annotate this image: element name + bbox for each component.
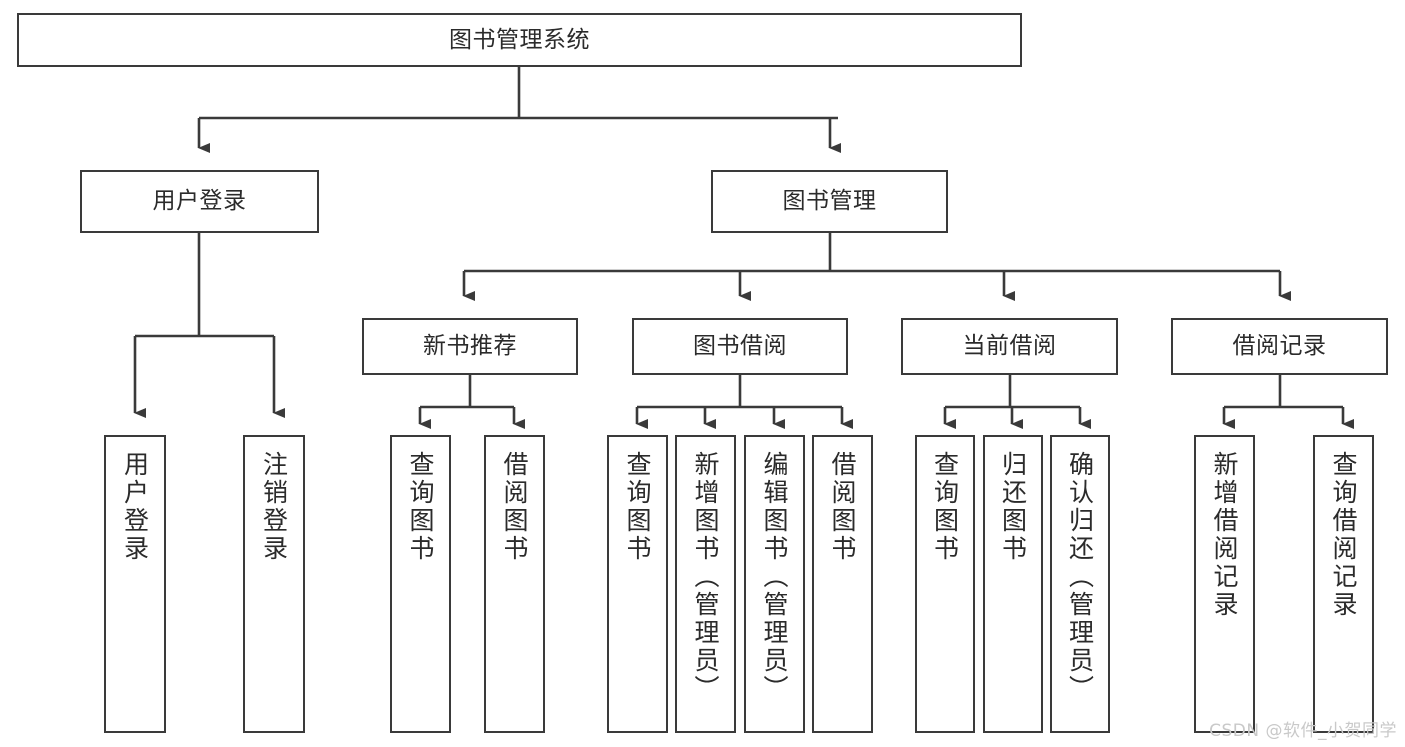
leaf-borrowrecord-add-record-label: 新增借阅记录 [1210, 451, 1239, 619]
leaf-currentborrow-return-book-label: 归还图书 [998, 451, 1028, 563]
leaf-user-login-label: 用户登录 [120, 451, 150, 563]
node-book-borrow-label: 图书借阅 [693, 333, 787, 360]
watermark: CSDN @软件_小贺同学 [1209, 721, 1397, 741]
node-borrow-record-label: 借阅记录 [1232, 333, 1327, 360]
leaf-currentborrow-return-book[interactable]: 归还图书 [983, 435, 1043, 733]
leaf-user-login[interactable]: 用户登录 [104, 435, 166, 733]
leaf-borrowrecord-add-record[interactable]: 新增借阅记录 [1194, 435, 1255, 733]
leaf-borrowrecord-query-record-label: 查询借阅记录 [1329, 451, 1358, 619]
node-root-label: 图书管理系统 [449, 26, 590, 53]
node-user-login-label: 用户登录 [152, 188, 247, 215]
leaf-bookborrow-borrow-book-label: 借阅图书 [828, 451, 857, 563]
node-borrow-record[interactable]: 借阅记录 [1171, 318, 1388, 375]
leaf-bookborrow-edit-book-label: 编辑图书（管理员） [760, 451, 789, 703]
leaf-borrowrecord-query-record[interactable]: 查询借阅记录 [1313, 435, 1374, 733]
leaf-logout[interactable]: 注销登录 [243, 435, 305, 733]
leaf-currentborrow-query-book[interactable]: 查询图书 [915, 435, 975, 733]
leaf-bookborrow-add-book-label: 新增图书（管理员） [691, 451, 720, 703]
leaf-newbook-borrow-book[interactable]: 借阅图书 [484, 435, 545, 733]
leaf-currentborrow-query-book-label: 查询图书 [930, 451, 960, 563]
node-book-manage-label: 图书管理 [782, 188, 877, 215]
leaf-bookborrow-query-book-label: 查询图书 [623, 451, 652, 563]
node-root[interactable]: 图书管理系统 [17, 13, 1022, 67]
leaf-bookborrow-edit-book[interactable]: 编辑图书（管理员） [744, 435, 805, 733]
node-current-borrow[interactable]: 当前借阅 [901, 318, 1118, 375]
node-book-manage[interactable]: 图书管理 [711, 170, 948, 233]
leaf-currentborrow-confirm-return[interactable]: 确认归还（管理员） [1050, 435, 1110, 733]
leaf-newbook-borrow-book-label: 借阅图书 [500, 451, 529, 563]
leaf-currentborrow-confirm-return-label: 确认归还（管理员） [1065, 451, 1095, 703]
node-new-book-recommend-label: 新书推荐 [423, 333, 517, 360]
node-new-book-recommend[interactable]: 新书推荐 [362, 318, 578, 375]
leaf-newbook-query-book[interactable]: 查询图书 [390, 435, 451, 733]
node-book-borrow[interactable]: 图书借阅 [632, 318, 848, 375]
leaf-newbook-query-book-label: 查询图书 [406, 451, 435, 563]
node-current-borrow-label: 当前借阅 [962, 333, 1057, 360]
node-user-login[interactable]: 用户登录 [80, 170, 319, 233]
leaf-bookborrow-borrow-book[interactable]: 借阅图书 [812, 435, 873, 733]
leaf-bookborrow-add-book[interactable]: 新增图书（管理员） [675, 435, 736, 733]
leaf-logout-label: 注销登录 [259, 451, 289, 563]
leaf-bookborrow-query-book[interactable]: 查询图书 [607, 435, 668, 733]
